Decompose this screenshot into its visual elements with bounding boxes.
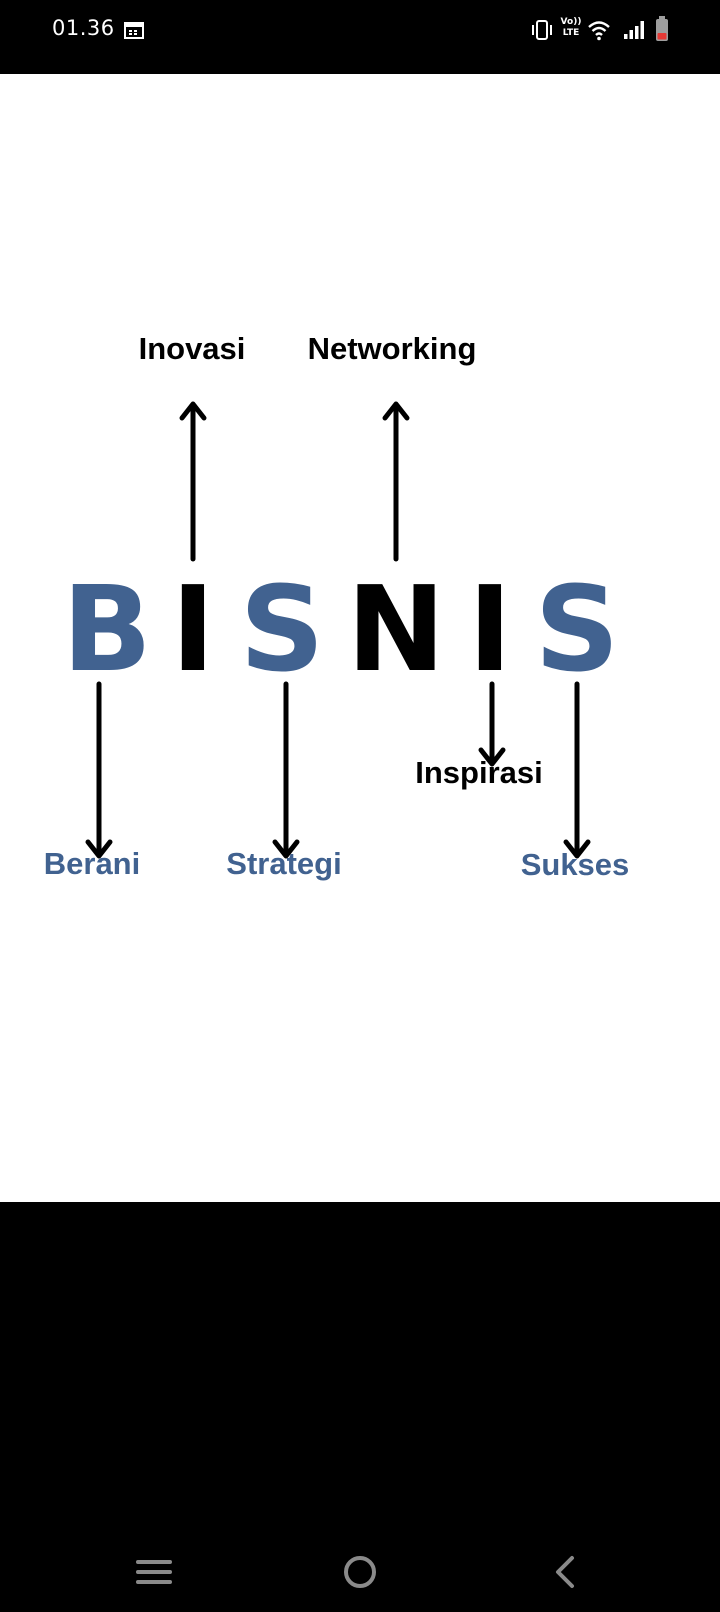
viewer-background <box>0 1202 720 1532</box>
volte-label: Vo)) <box>560 17 582 27</box>
letter-i-1: I <box>171 560 215 698</box>
arrow-down-inspirasi <box>478 681 506 767</box>
home-circle-icon[interactable] <box>336 1552 384 1592</box>
navigation-bar <box>0 1532 720 1612</box>
label-inovasi: Inovasi <box>139 331 246 366</box>
label-sukses: Sukses <box>521 847 630 882</box>
battery-icon <box>656 16 668 41</box>
label-networking: Networking <box>308 331 477 366</box>
wifi-icon <box>588 21 610 41</box>
arrow-down-sukses <box>563 681 591 859</box>
arrow-down-strategi <box>272 681 300 859</box>
label-inspirasi: Inspirasi <box>415 755 543 790</box>
back-chevron-icon[interactable] <box>542 1552 590 1592</box>
label-berani: Berani <box>44 846 140 881</box>
lte-label: LTE <box>562 28 580 38</box>
arrow-up-networking <box>382 401 410 562</box>
arrow-up-inovasi <box>179 401 207 562</box>
volte-icon: Vo)) LTE <box>560 17 582 39</box>
image-viewer[interactable]: B I S N I S In <box>0 74 720 1202</box>
signal-icon <box>624 21 644 39</box>
calendar-notification-icon <box>124 22 144 39</box>
letter-b: B <box>62 560 152 698</box>
letter-s-1: S <box>240 560 325 698</box>
vibrate-icon <box>532 20 552 40</box>
letter-n: N <box>347 560 446 698</box>
arrow-down-berani <box>85 681 113 859</box>
status-time: 01.36 <box>52 16 115 40</box>
bisnis-diagram: B I S N I S In <box>44 331 630 882</box>
label-strategi: Strategi <box>226 846 341 881</box>
letter-i-2: I <box>468 560 512 698</box>
menu-icon[interactable] <box>130 1552 178 1592</box>
letter-s-2: S <box>535 560 620 698</box>
status-bar: 01.36 Vo)) LTE <box>0 0 720 74</box>
